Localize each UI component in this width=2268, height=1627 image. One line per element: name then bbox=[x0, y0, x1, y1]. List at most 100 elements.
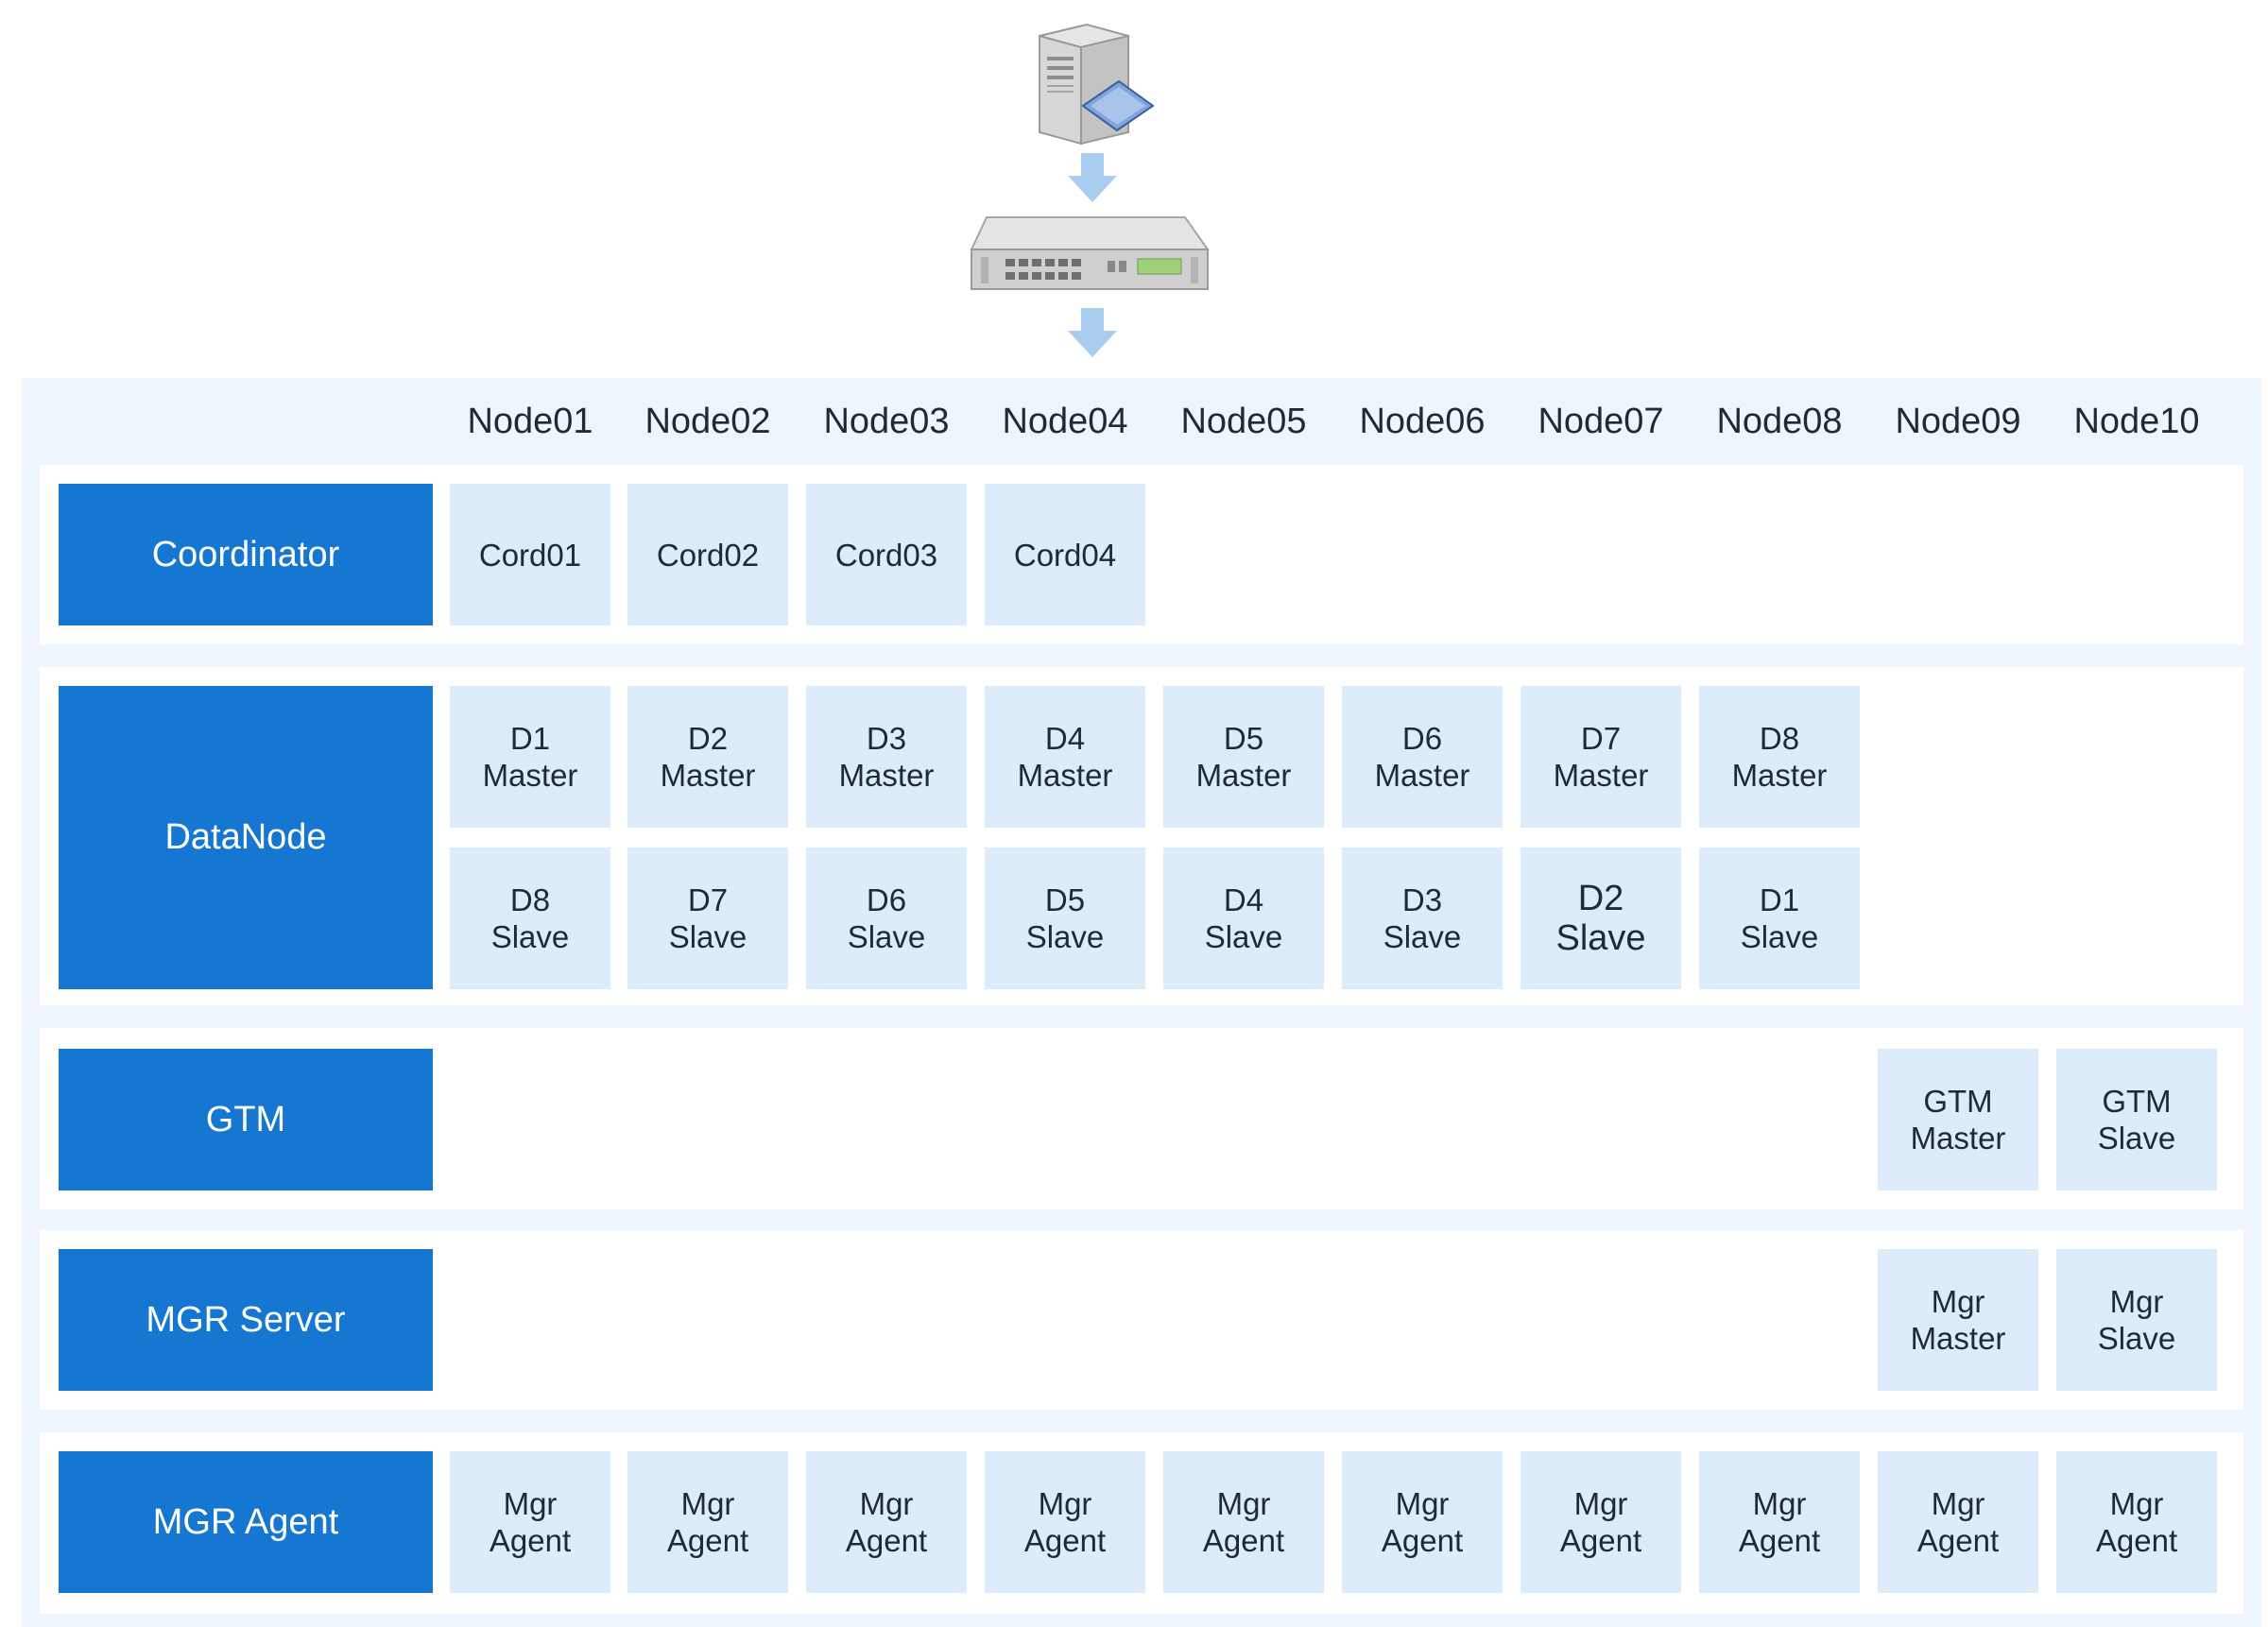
cell-line: Master bbox=[1195, 758, 1292, 793]
cell-line: D5 bbox=[1044, 882, 1086, 917]
node-header: Node08 bbox=[1716, 402, 1843, 441]
cell-line: Master bbox=[1731, 758, 1828, 793]
cell-line: Mgr bbox=[2109, 1284, 2164, 1319]
coordinator-cell: Cord04 bbox=[985, 484, 1145, 625]
cell-line: D1 bbox=[1759, 882, 1800, 917]
cell-line: D8 bbox=[1759, 721, 1800, 756]
cell-line: Master bbox=[1017, 758, 1113, 793]
cell-line: Master bbox=[1553, 758, 1649, 793]
cell-line: Mgr bbox=[2109, 1486, 2164, 1521]
cell-line: D7 bbox=[687, 882, 729, 917]
category-gtm: GTM bbox=[59, 1049, 433, 1190]
coordinator-cell: Cord02 bbox=[627, 484, 788, 625]
category-coordinator: Coordinator bbox=[59, 484, 433, 625]
cell-line: Slave bbox=[2097, 1321, 2176, 1356]
cell-line: Mgr bbox=[1395, 1486, 1450, 1521]
cell-line: Agent bbox=[489, 1523, 572, 1558]
cell-line: Master bbox=[1374, 758, 1470, 793]
coordinator-cell: Cord03 bbox=[806, 484, 967, 625]
cell-line: Slave bbox=[490, 919, 570, 954]
cell-line: Mgr bbox=[859, 1486, 914, 1521]
cell-line: Agent bbox=[845, 1523, 928, 1558]
cell-line: D3 bbox=[866, 721, 907, 756]
node-header: Node04 bbox=[1002, 402, 1128, 441]
cell-line: D1 bbox=[509, 721, 551, 756]
cell-line: Cord02 bbox=[656, 537, 760, 573]
cell-line: D7 bbox=[1580, 721, 1622, 756]
cell-line: Agent bbox=[1559, 1523, 1642, 1558]
cell-line: Agent bbox=[2095, 1523, 2178, 1558]
cell-line: Slave bbox=[668, 919, 747, 954]
cell-line: Slave bbox=[1740, 919, 1819, 954]
cell-line: Slave bbox=[2097, 1121, 2176, 1156]
cell-line: Mgr bbox=[1931, 1284, 1985, 1319]
cell-line: Master bbox=[660, 758, 756, 793]
cell-line: Agent bbox=[1738, 1523, 1821, 1558]
cell-line: Mgr bbox=[1573, 1486, 1628, 1521]
cell-line: D8 bbox=[509, 882, 551, 917]
node-header: Node01 bbox=[467, 402, 593, 441]
node-header: Node06 bbox=[1359, 402, 1486, 441]
cell-line: Master bbox=[838, 758, 935, 793]
cell-line: Slave bbox=[1383, 919, 1462, 954]
cell-line: Slave bbox=[847, 919, 926, 954]
cell-line: Agent bbox=[666, 1523, 749, 1558]
node-header: Node10 bbox=[2073, 402, 2200, 441]
cell-line: Cord01 bbox=[478, 537, 582, 573]
cell-line: Slave bbox=[1204, 919, 1283, 954]
cell-line: Slave bbox=[1025, 919, 1105, 954]
cell-line: Master bbox=[482, 758, 578, 793]
cell-line: Agent bbox=[1916, 1523, 2000, 1558]
cell-line: Master bbox=[1910, 1321, 2006, 1356]
cell-line: Mgr bbox=[1216, 1486, 1271, 1521]
cell-line: Mgr bbox=[1752, 1486, 1807, 1521]
cell-line: D4 bbox=[1044, 721, 1086, 756]
cell-line: D5 bbox=[1223, 721, 1264, 756]
cell-line: Cord04 bbox=[1013, 537, 1117, 573]
cell-line: Agent bbox=[1202, 1523, 1285, 1558]
cell-line: Cord03 bbox=[834, 537, 938, 573]
server-tower-icon bbox=[1039, 23, 1155, 146]
cell-line: D6 bbox=[1401, 721, 1443, 756]
down-arrow-icon bbox=[1068, 308, 1117, 357]
category-datanode: DataNode bbox=[59, 686, 433, 989]
node-header: Node05 bbox=[1180, 402, 1307, 441]
cell-line: Mgr bbox=[1038, 1486, 1092, 1521]
cell-line: Agent bbox=[1381, 1523, 1464, 1558]
cell-line: Master bbox=[1910, 1121, 2006, 1156]
cell-line: D4 bbox=[1223, 882, 1264, 917]
node-header: Node02 bbox=[644, 402, 771, 441]
cell-line: GTM bbox=[2102, 1084, 2172, 1119]
node-header: Node03 bbox=[823, 402, 950, 441]
cell-line: Agent bbox=[1023, 1523, 1107, 1558]
category-mgr-server: MGR Server bbox=[59, 1249, 433, 1391]
node-header: Node07 bbox=[1538, 402, 1664, 441]
cell-line: Mgr bbox=[1931, 1486, 1985, 1521]
cell-line: D2 bbox=[1577, 879, 1624, 918]
cell-line: D2 bbox=[687, 721, 729, 756]
